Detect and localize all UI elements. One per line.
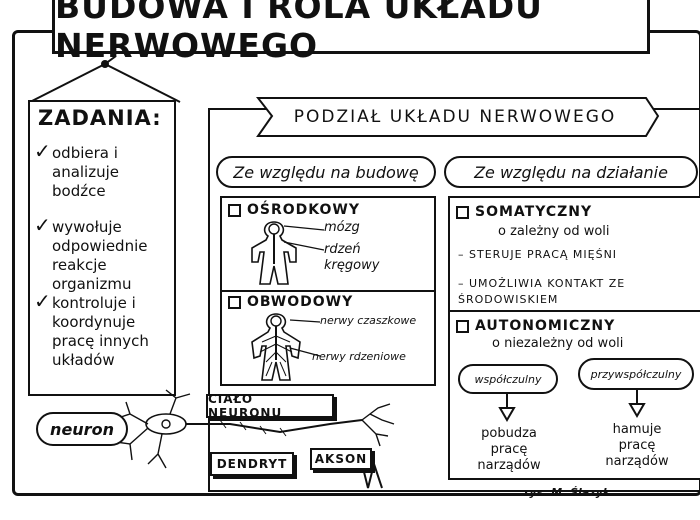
function-box (448, 196, 700, 480)
neuron-drawing-icon (115, 389, 395, 489)
arrow-down-icon (628, 390, 646, 418)
checkbox-icon (228, 203, 241, 217)
parasympathetic-label: przywspółczulny (578, 358, 694, 390)
autonomic-title: AUTONOMICZNY (475, 318, 616, 334)
axon-label: AKSON (310, 448, 372, 470)
task-text: wywołuje odpowiednie reakcje organizmu (52, 218, 148, 293)
structure-label: Ze względu na budowę (216, 156, 436, 188)
divider (220, 290, 436, 292)
check-icon: ✓ (34, 139, 51, 163)
dendrite-label: DENDRYT (210, 452, 294, 476)
tasks-card (28, 100, 176, 396)
neuron-label: neuron (36, 412, 128, 446)
pointer-lines (283, 225, 325, 251)
checkbox-icon (456, 205, 469, 219)
somatic-point: – UMOŻLIWIA KONTAKT ZE ŚRODOWISKIEM (458, 277, 626, 306)
somatic-title: SOMATYCZNY (475, 204, 593, 220)
task-item: ✓ kontroluje i koordynuje pracę innych u… (34, 289, 174, 372)
somatic-point: – STERUJE PRACĄ MIĘŚNI (458, 248, 618, 261)
page-title: BUDOWA I ROLA UKŁADU NERWOWEGO (55, 0, 543, 65)
checkbox-icon (228, 295, 241, 309)
peripheral-title: OBWODOWY (247, 294, 354, 310)
spinal-cord-label: rdzeń kręgowy (324, 242, 380, 273)
task-text: odbiera i analizuje bodźce (52, 144, 120, 200)
autonomic-subtitle: o niezależny od woli (492, 336, 624, 351)
brain-label: mózg (324, 220, 360, 235)
spinal-nerves-label: nerwy rdzeniowe (312, 350, 406, 363)
signature: rys. M. Ślazyk (524, 486, 611, 499)
cns-figure-icon (251, 221, 297, 285)
division-banner: PODZIAŁ UKŁADU NERWOWEGO (293, 107, 617, 127)
cell-body-label: CIAŁO NEURONU (206, 392, 334, 420)
divider (448, 310, 700, 312)
tasks-heading: ZADANIA: (38, 106, 162, 130)
task-item: ✓ odbiera i analizuje bodźce (34, 139, 174, 202)
title-banner: BUDOWA I ROLA UKŁADU NERWOWEGO (52, 0, 650, 65)
sympathetic-effect: pobudza pracę narządów (477, 426, 541, 473)
pns-figure-icon (251, 313, 301, 381)
division-banner-shape (256, 97, 660, 137)
check-icon: ✓ (34, 289, 51, 313)
central-title: OŚRODKOWY (247, 202, 360, 218)
peripheral-heading: OBWODOWY (228, 294, 353, 310)
function-label: Ze względu na działanie (444, 156, 698, 188)
checkbox-icon (456, 319, 469, 333)
somatic-subtitle: o zależny od woli (498, 224, 610, 239)
arrow-down-icon (498, 394, 516, 422)
parasympathetic-effect: hamuje pracę narządów (605, 422, 669, 469)
pointer-lines (289, 319, 321, 357)
task-text: kontroluje i koordynuje pracę innych ukł… (52, 294, 149, 369)
check-icon: ✓ (34, 213, 51, 237)
sympathetic-label: współczulny (458, 364, 558, 394)
autonomic-heading: AUTONOMICZNY (456, 318, 615, 334)
pin-string-icon (29, 56, 181, 103)
somatic-heading: SOMATYCZNY (456, 204, 592, 220)
central-heading: OŚRODKOWY (228, 202, 360, 218)
cranial-nerves-label: nerwy czaszkowe (320, 314, 417, 327)
task-item: ✓ wywołuje odpowiednie reakcje organizmu (34, 213, 174, 293)
